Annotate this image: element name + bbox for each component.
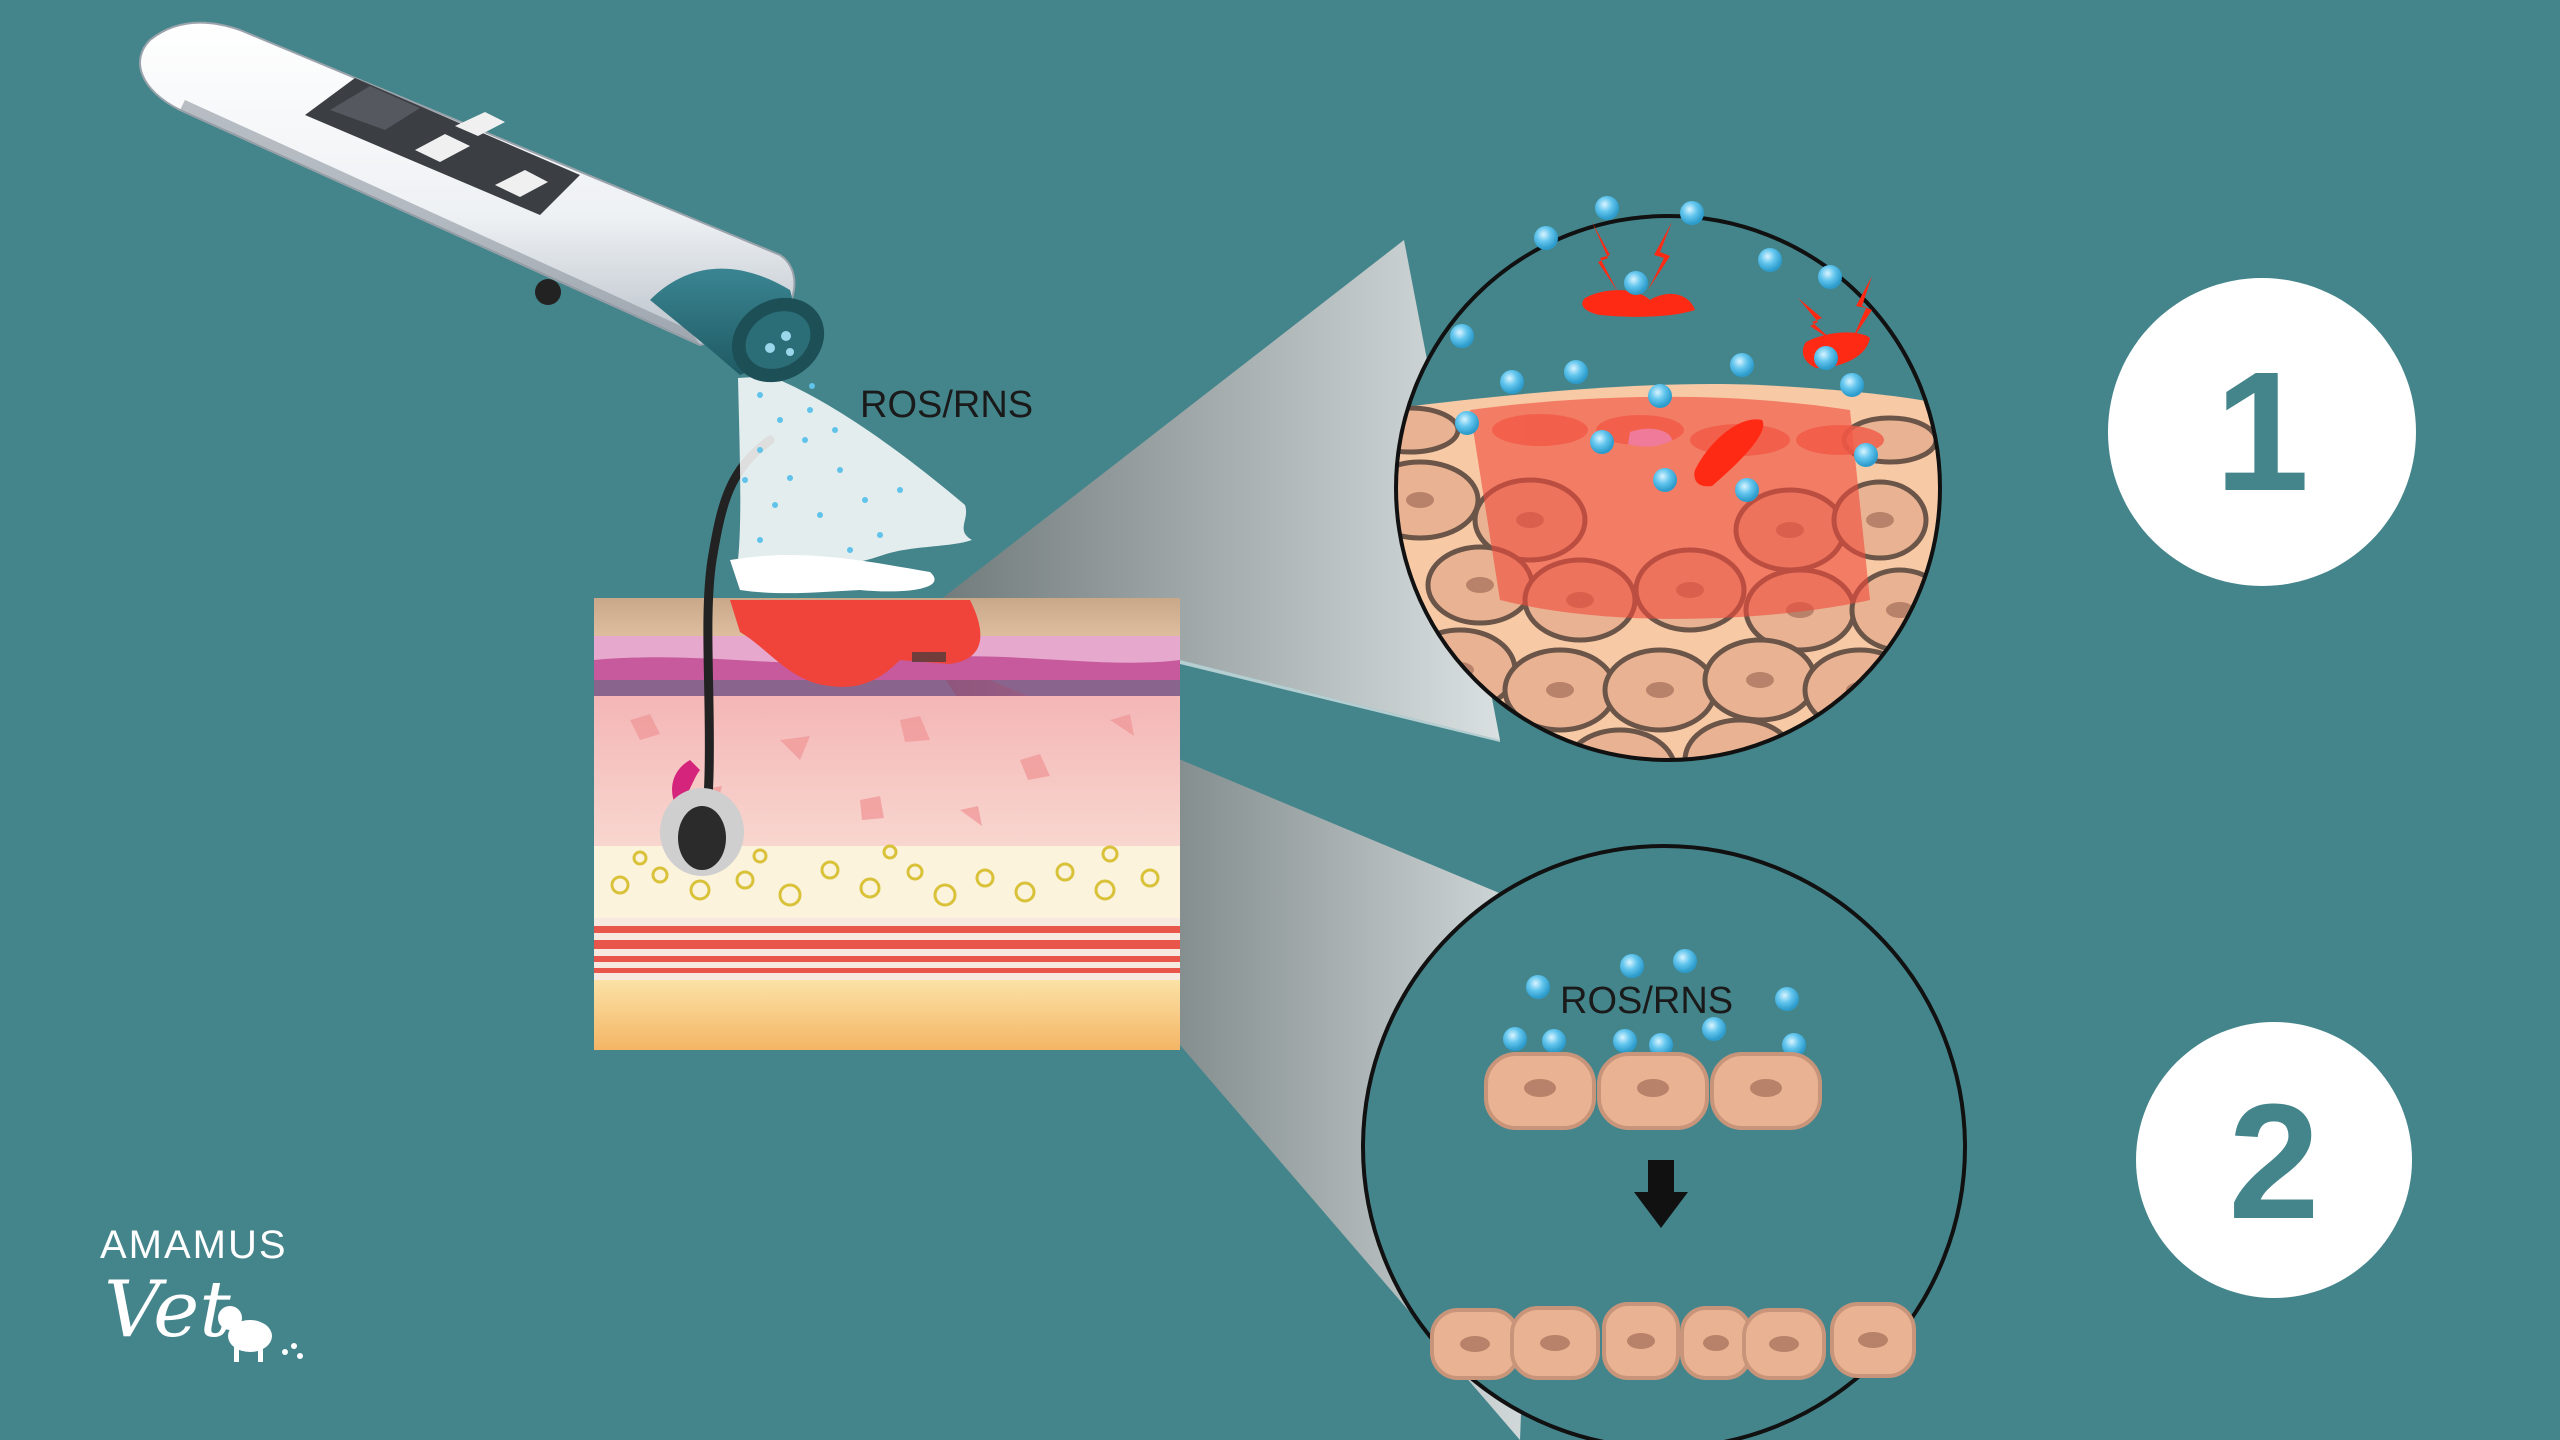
cell-row-before xyxy=(1484,1052,1822,1130)
wound-area xyxy=(730,600,981,687)
device-button-left[interactable] xyxy=(415,134,470,162)
device-button-right[interactable] xyxy=(495,170,548,197)
zoom2-label: ROS/RNS xyxy=(1560,980,1733,1022)
device-screen xyxy=(330,86,420,130)
dog-icon xyxy=(218,1306,303,1362)
zoom-circle-1 xyxy=(1394,196,1942,762)
step-number-2: 2 xyxy=(2228,1070,2319,1253)
hair-follicle-icon xyxy=(660,435,775,876)
brand-name-line2: Vet xyxy=(104,1265,231,1355)
lightning-bolt-icon xyxy=(1592,222,1872,342)
cold-plasma-pen-icon[interactable] xyxy=(139,21,840,399)
brand-name-line1: AMAMUS xyxy=(100,1223,288,1267)
zoom-circle-2: ROS/RNS xyxy=(1361,844,1967,1440)
plasma-plume xyxy=(730,369,972,594)
device-power-button[interactable] xyxy=(535,279,561,305)
arrow-down-icon xyxy=(1634,1160,1688,1228)
spray-label: ROS/RNS xyxy=(860,384,1033,426)
skin-cross-section xyxy=(594,435,1180,1050)
cell-row-after xyxy=(1430,1302,1916,1380)
brand-logo: AMAMUS Vet xyxy=(100,1223,303,1362)
device-button-up[interactable] xyxy=(455,112,505,136)
step-number-1: 1 xyxy=(2215,337,2310,527)
step-marker-2: 2 xyxy=(2136,1022,2412,1298)
step-marker-1: 1 xyxy=(2108,278,2416,586)
